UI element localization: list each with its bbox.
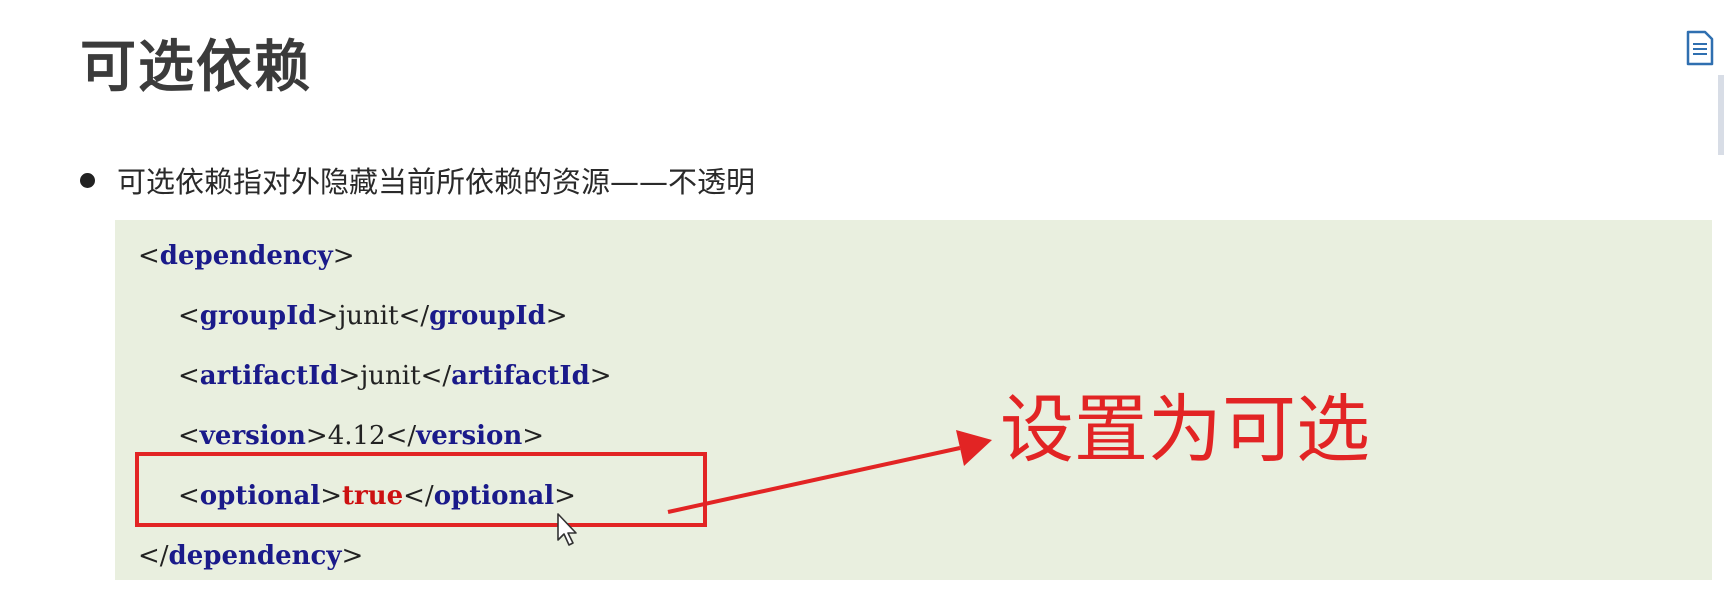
code-line-version: <version>4.12</version> <box>178 421 545 451</box>
scrollbar[interactable] <box>1718 75 1724 155</box>
annotation-label: 设置为可选 <box>1000 387 1370 473</box>
code-line-artifactid: <artifactId>junit</artifactId> <box>178 361 612 391</box>
xml-tag: version <box>416 421 523 451</box>
bullet-text: 可选依赖指对外隐藏当前所依赖的资源——不透明 <box>117 165 756 199</box>
xml-tag: artifactId <box>199 361 339 391</box>
xml-tag: dependency <box>168 541 342 571</box>
code-line-optional: <optional>true</optional> <box>178 481 576 511</box>
xml-tag: artifactId <box>451 361 590 391</box>
xml-tag: groupId <box>429 301 546 331</box>
bullet-item: 可选依赖指对外隐藏当前所依赖的资源——不透明 <box>80 160 755 200</box>
xml-tag: version <box>199 421 306 451</box>
xml-value-true: true <box>341 481 404 511</box>
page-title: 可选依赖 <box>80 35 312 100</box>
xml-value: junit <box>338 301 399 331</box>
code-block <box>115 220 1712 580</box>
xml-tag: optional <box>199 481 321 511</box>
xml-tag: groupId <box>199 301 317 331</box>
code-line-dependency-close: </dependency> <box>138 541 364 571</box>
xml-value: 4.12 <box>327 421 386 451</box>
document-icon[interactable] <box>1685 30 1715 66</box>
bullet-dot-icon <box>80 172 95 188</box>
mouse-cursor-icon <box>557 513 577 546</box>
xml-tag: optional <box>433 481 555 511</box>
highlight-box <box>135 452 707 527</box>
code-line-groupid: <groupId>junit</groupId> <box>178 301 568 331</box>
xml-tag: dependency <box>159 241 333 271</box>
xml-value: junit <box>360 361 421 391</box>
code-line-dependency-open: <dependency> <box>138 241 355 271</box>
